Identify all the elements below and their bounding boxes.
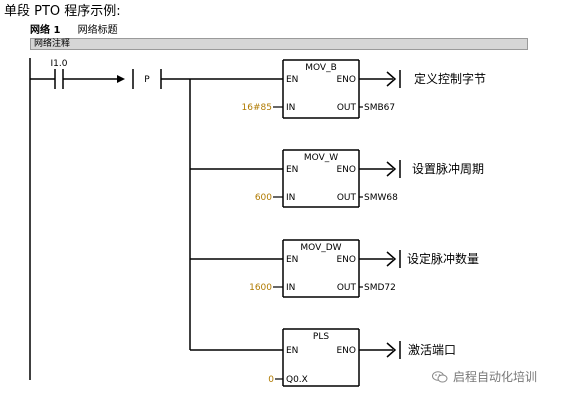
watermark-text: 启程自动化培训	[453, 370, 538, 384]
in-pin-label: IN	[286, 283, 295, 293]
network-comment-bar[interactable]: 网络注释	[30, 38, 528, 50]
out-value[interactable]: SMW68	[364, 193, 398, 203]
en-pin-label: EN	[286, 165, 298, 175]
out-value[interactable]: SMB67	[364, 103, 395, 113]
watermark: 启程自动化培训	[432, 368, 537, 385]
out-pin-label: OUT	[337, 193, 357, 203]
arrow-icon	[386, 161, 397, 177]
page-title: 单段 PTO 程序示例:	[4, 4, 121, 19]
in-pin-label: IN	[286, 193, 295, 203]
network-header: 网络 1 网络标题	[30, 21, 118, 36]
contact-i1-0[interactable]: I1.0	[51, 59, 68, 89]
block-name: PLS	[313, 332, 329, 342]
en-pin-label: EN	[286, 75, 298, 85]
en-pin-label: EN	[286, 346, 298, 356]
in-value[interactable]: 0	[268, 375, 274, 385]
rung-comment: 设置脉冲周期	[412, 161, 484, 176]
network-title[interactable]: 网络标题	[77, 25, 118, 36]
network-number: 网络 1	[30, 25, 61, 36]
out-pin-label: OUT	[337, 283, 357, 293]
eno-pin-label: ENO	[336, 255, 356, 265]
wechat-icon	[432, 370, 448, 382]
eno-pin-label: ENO	[336, 75, 356, 85]
in-value[interactable]: 16#85	[242, 103, 272, 113]
block-name: MOV_DW	[300, 243, 341, 253]
block-name: MOV_B	[305, 63, 337, 73]
block-mov-w[interactable]: MOV_W EN ENO IN OUT	[282, 149, 360, 208]
in-pin-label: IN	[286, 103, 295, 113]
network-comment: 网络注释	[34, 39, 71, 49]
out-pin-label: OUT	[337, 103, 357, 113]
rung-comment: 设定脉冲数量	[407, 251, 479, 266]
in-value[interactable]: 600	[255, 193, 272, 203]
block-pls[interactable]: PLS EN ENO Q0.X	[282, 328, 360, 387]
eno-pin-label: ENO	[336, 165, 356, 175]
arrow-icon	[386, 342, 397, 358]
block-name: MOV_W	[304, 153, 338, 163]
eno-pin-label: ENO	[336, 346, 356, 356]
in-value[interactable]: 1600	[249, 283, 272, 293]
contact-label: I1.0	[51, 59, 68, 69]
en-pin-label: EN	[286, 255, 298, 265]
contact-positive-edge[interactable]: P	[132, 69, 162, 89]
block-mov-dw[interactable]: MOV_DW EN ENO IN OUT	[282, 239, 360, 298]
out-value[interactable]: SMD72	[364, 283, 396, 293]
contact-label: P	[144, 75, 150, 85]
arrow-icon	[117, 75, 125, 83]
arrow-icon	[386, 71, 397, 87]
rung-comment: 定义控制字节	[414, 71, 486, 86]
in-pin-label: Q0.X	[286, 375, 308, 385]
arrow-icon	[386, 251, 397, 267]
rung-comment: 激活端口	[408, 343, 456, 357]
block-mov-b[interactable]: MOV_B EN ENO IN OUT	[282, 59, 360, 119]
